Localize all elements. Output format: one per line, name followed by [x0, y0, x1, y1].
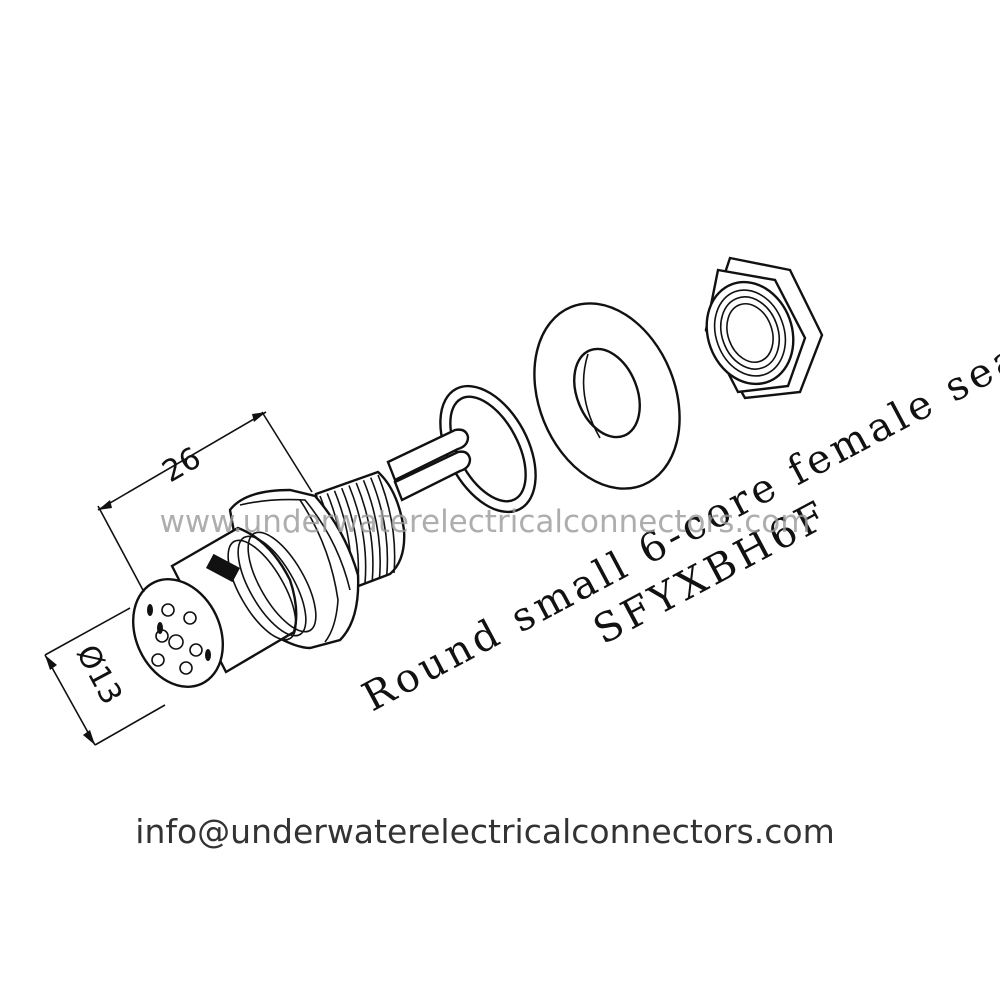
o-ring [439, 384, 537, 514]
thread-line [370, 477, 389, 576]
thread-line [362, 479, 381, 579]
thread-line [377, 474, 396, 574]
hex-nut [704, 256, 824, 400]
lead-wires [386, 428, 472, 502]
thread-line [355, 482, 374, 581]
flat-washer [533, 302, 681, 490]
front-face [131, 578, 225, 688]
contact-email: info@underwaterelectricalconnectors.com [135, 812, 835, 851]
diameter-dimension-label: Ø13 [69, 639, 129, 710]
watermark: www.underwaterelectricalconnectors.com [160, 504, 811, 540]
socket-contacts [147, 603, 211, 675]
thread-line [348, 485, 367, 584]
length-dimension-label: 26 [157, 441, 208, 490]
connector-body [170, 526, 317, 674]
